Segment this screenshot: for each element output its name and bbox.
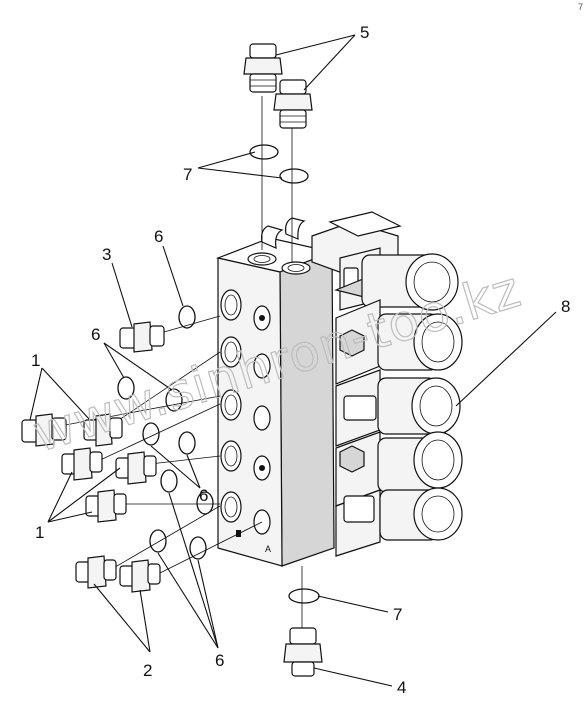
callout-5: 5 (360, 23, 369, 42)
fitting-2-a (75, 505, 221, 589)
callout-1-lower: 1 (35, 523, 44, 542)
washer-6-a (178, 305, 196, 329)
washer-7-lower (279, 168, 309, 184)
block-marking: A (265, 544, 271, 554)
fitting-1-e (85, 489, 220, 523)
solenoid-stack (311, 211, 463, 557)
callout-8: 8 (561, 297, 570, 316)
washer-6-h (149, 529, 167, 553)
corner-mark: 7 (578, 2, 583, 12)
callout-7-top: 7 (183, 165, 192, 184)
fitting-1-b (83, 351, 221, 447)
washer-7-upper (249, 144, 279, 160)
fitting-5-upper (243, 43, 283, 250)
washer-6-b (117, 376, 135, 400)
callout-4: 4 (397, 678, 406, 697)
callout-numbers: 1 1 2 3 4 5 6 6 6 6 7 7 8 (31, 23, 570, 697)
fitting-5-lower (273, 79, 313, 262)
fitting-3 (119, 315, 221, 353)
washer-6-i (189, 536, 207, 560)
callout-6-top: 6 (154, 227, 163, 246)
washer-6-e (178, 431, 196, 455)
washer-7-bottom (288, 588, 320, 604)
fitting-1-c (61, 403, 221, 481)
callout-6-left: 6 (91, 325, 100, 344)
fitting-4 (283, 627, 323, 677)
callout-7-bottom: 7 (393, 605, 402, 624)
fitting-1-a (21, 395, 221, 447)
callout-1-upper: 1 (31, 351, 40, 370)
washer-6-g (196, 491, 214, 515)
washer-6-c (165, 388, 183, 412)
washer-6-d (142, 422, 160, 446)
fitting-1-d (115, 451, 221, 485)
valve-block: A (215, 217, 335, 567)
fitting-2-b (119, 521, 263, 593)
callout-2: 2 (143, 661, 152, 680)
leader-lines (29, 34, 557, 687)
callout-6-bottom: 6 (215, 651, 224, 670)
callout-3: 3 (102, 245, 111, 264)
washer-6-f (160, 469, 178, 493)
callout-6-mid: 6 (199, 486, 208, 505)
